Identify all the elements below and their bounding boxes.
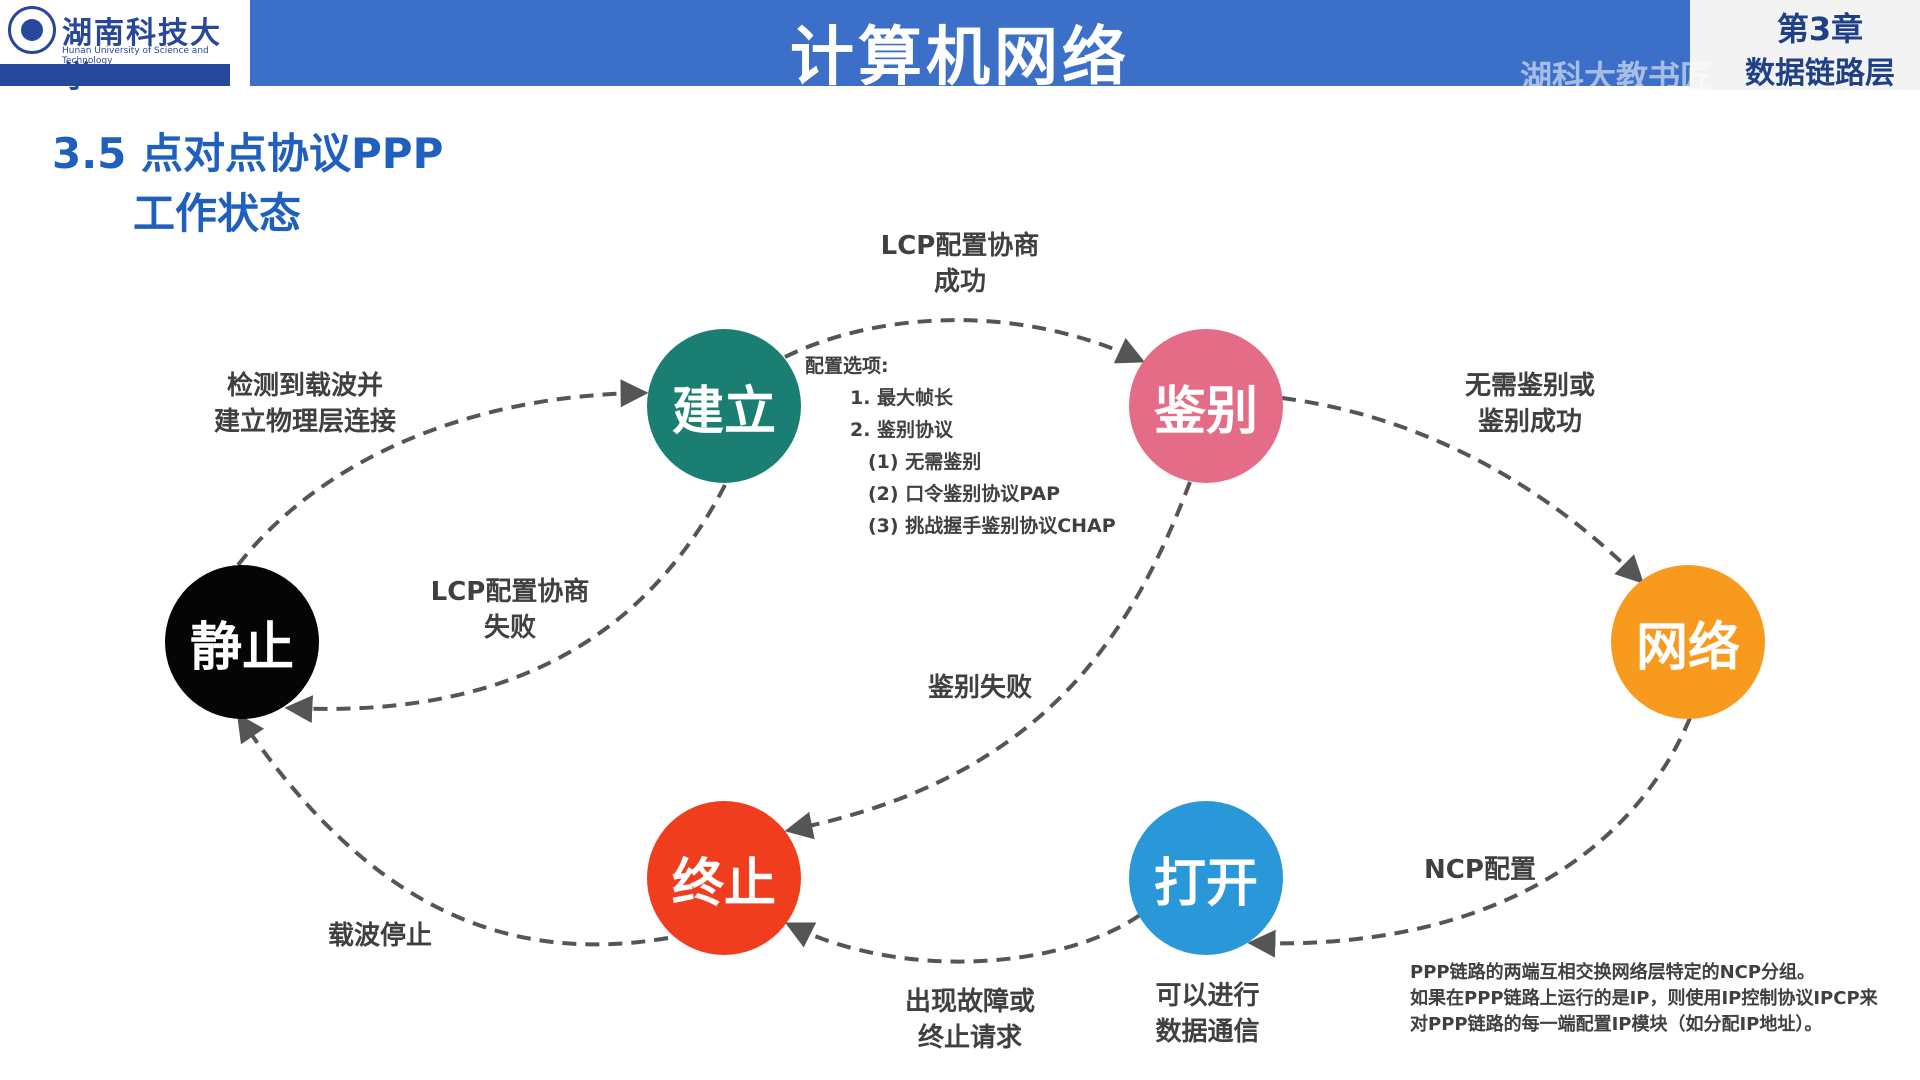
label-line: 检测到载波并 — [226, 371, 383, 401]
slide-header: 湖南科技大学 Hunan University of Science and T… — [0, 0, 1920, 147]
note-line: 如果在PPP链路上运行的是IP，则使用IP控制协议IPCP来 — [1410, 988, 1878, 1009]
label-line: 成功 — [933, 267, 986, 297]
label-line: 失败 — [483, 613, 536, 643]
arrow-dakai-to-zhongzhi — [784, 913, 1142, 964]
label-carrier-stop: 载波停止 — [327, 921, 432, 951]
label-line: LCP配置协商 — [880, 231, 1040, 261]
logo-subtext: Hunan University of Science and Technolo… — [62, 46, 209, 66]
label-lcp-success: LCP配置协商 成功 — [840, 228, 1080, 300]
config-option-item: (2) 口令鉴别协议PAP — [868, 483, 1061, 505]
config-options: 配置选项: 1. 最大帧长 2. 鉴别协议 (1) 无需鉴别 (2) 口令鉴别协… — [805, 350, 1116, 542]
ncp-note: PPP链路的两端互相交换网络层特定的NCP分组。 如果在PPP链路上运行的是IP… — [1410, 960, 1878, 1038]
chapter-label: 第3章 — [1776, 10, 1864, 48]
arrow-zhongzhi-to-jingzhi — [236, 713, 669, 947]
chapter-title: 数据链路层 — [1745, 56, 1895, 91]
watermark: 湖科大教书匠 — [1520, 58, 1713, 96]
config-option-item: 1. 最大帧长 — [850, 387, 954, 409]
config-option-item: (3) 挑战握手鉴别协议CHAP — [868, 515, 1116, 537]
config-option-item: 2. 鉴别协议 — [850, 419, 954, 441]
state-jingzhi: 静止 — [165, 565, 319, 719]
university-logo: 湖南科技大学 Hunan University of Science and T… — [0, 0, 250, 147]
label-fault: 出现故障或 终止请求 — [880, 984, 1060, 1056]
university-emblem-icon — [8, 6, 56, 54]
config-options-title: 配置选项: — [805, 355, 889, 377]
state-zhongzhi: 终止 — [647, 801, 801, 955]
label-auth-ok: 无需鉴别或 鉴别成功 — [1420, 368, 1640, 440]
title-bar — [210, 0, 1690, 86]
motto-text: 唯实惟新 至诚致志 — [12, 133, 166, 147]
arrow-jianli-to-jingzhi — [284, 484, 727, 724]
label-line: 建立物理层连接 — [213, 407, 396, 437]
note-line: 对PPP链路的每一端配置IP模块（如分配IP地址）。 — [1410, 1014, 1823, 1035]
state-jianbie: 鉴别 — [1129, 329, 1283, 483]
arrow-jingzhi-to-jianli — [236, 379, 649, 567]
motto-strip: 唯实惟新 至诚致志 — [0, 64, 230, 147]
label-carrier-detect: 检测到载波并 建立物理层连接 — [180, 368, 430, 440]
note-line: PPP链路的两端互相交换网络层特定的NCP分组。 — [1410, 962, 1816, 983]
label-open-desc: 可以进行 数据通信 — [1120, 978, 1295, 1050]
state-dakai: 打开 — [1129, 801, 1283, 955]
state-jianli: 建立 — [647, 329, 801, 483]
arrow-wangluo-to-dakai — [1247, 717, 1692, 958]
label-line: 出现故障或 — [904, 987, 1035, 1017]
section-subtitle: 工作状态 — [133, 189, 302, 238]
label-line: 可以进行 — [1155, 981, 1260, 1011]
label-line: 数据通信 — [1155, 1017, 1260, 1047]
label-line: 无需鉴别或 — [1464, 371, 1595, 401]
config-option-item: (1) 无需鉴别 — [868, 451, 982, 473]
arrow-jianli-to-jianbie — [784, 318, 1146, 364]
arrow-jianbie-to-zhongzhi — [784, 481, 1192, 840]
label-line: 终止请求 — [917, 1023, 1022, 1053]
label-lcp-fail: LCP配置协商 失败 — [400, 574, 620, 646]
label-auth-fail: 鉴别失败 — [927, 673, 1032, 703]
state-wangluo: 网络 — [1611, 565, 1765, 719]
label-line: LCP配置协商 — [430, 577, 590, 607]
label-ncp: NCP配置 — [1424, 855, 1536, 885]
chapter-box — [1690, 0, 1920, 90]
label-line: 鉴别成功 — [1477, 407, 1582, 437]
section-title: 3.5 点对点协议PPP — [52, 129, 444, 178]
slide-title: 计算机网络 — [790, 21, 1130, 95]
